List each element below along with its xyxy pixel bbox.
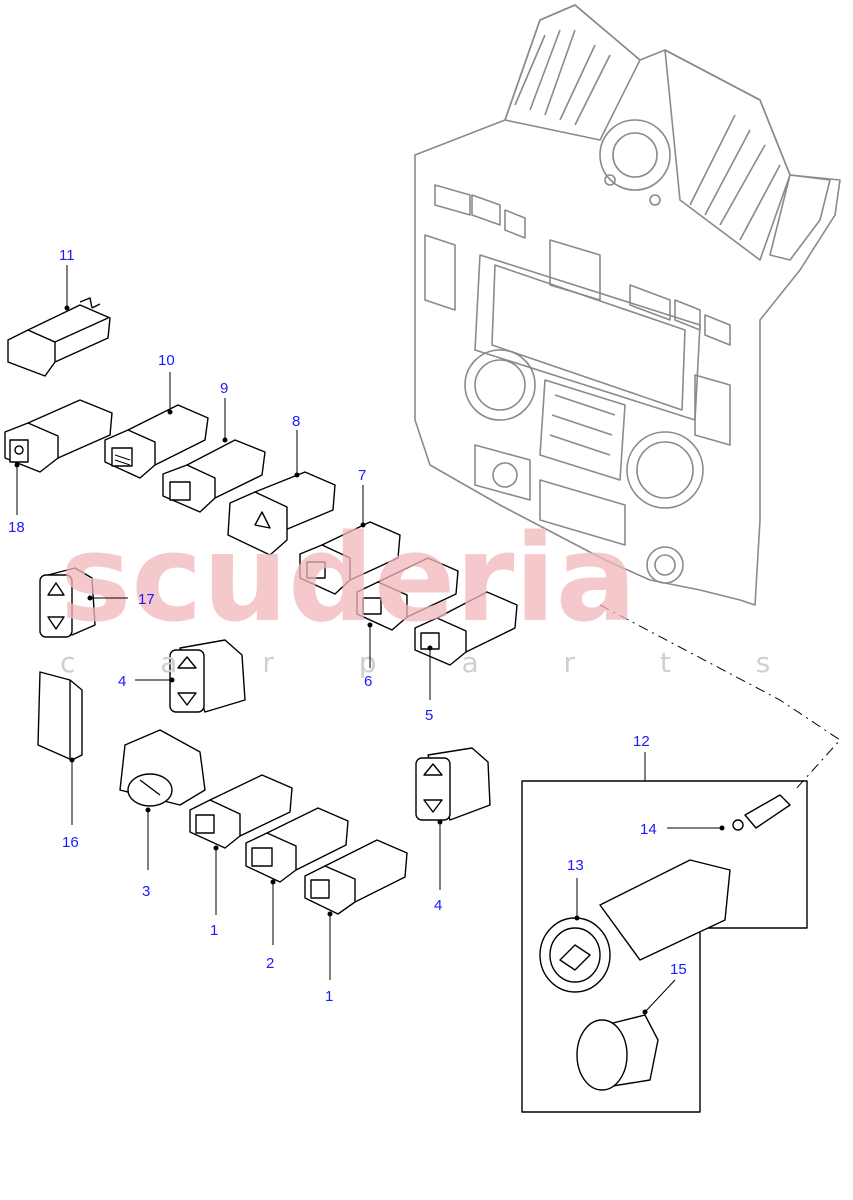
switch-rocker-4-lower	[415, 747, 491, 821]
lighter-element-15	[576, 1014, 659, 1091]
callout-13: 13	[567, 857, 584, 874]
callout-12: 12	[633, 733, 650, 750]
callout-15: 15	[670, 961, 687, 978]
switch-ac-2	[245, 807, 349, 883]
switch-6	[356, 557, 459, 631]
callout-1-left: 1	[210, 922, 218, 939]
callout-17: 17	[138, 591, 155, 608]
switch-fog-lamp-5	[414, 591, 518, 666]
callout-18: 18	[8, 519, 25, 536]
blank-cover-16	[37, 671, 83, 761]
switch-rocker-4-upper	[169, 639, 246, 713]
switch-18	[4, 399, 113, 473]
callout-labels: 11 10 9 8 7 18 17 4 6 5 16 3 1 2 1 4 12 …	[8, 247, 687, 1005]
switch-rocker-17	[39, 567, 96, 638]
callout-16: 16	[62, 834, 79, 851]
leader-lines	[16, 265, 722, 1013]
watermark-sub: c a r p a r t s	[60, 646, 808, 679]
callout-5: 5	[425, 707, 433, 724]
callout-7: 7	[358, 467, 366, 484]
switch-seat-heater-1-left	[189, 774, 293, 849]
callout-4-lower: 4	[434, 897, 442, 914]
switch-blank-11	[7, 297, 111, 377]
callout-11: 11	[59, 247, 75, 264]
callout-3: 3	[142, 883, 150, 900]
dashboard-center-panel	[414, 4, 841, 606]
leader-dots	[14, 305, 725, 1015]
callout-8: 8	[292, 413, 300, 430]
lighter-bulb-14	[732, 794, 791, 831]
switch-heated-rear-window-10	[104, 404, 209, 479]
callout-6: 6	[364, 673, 372, 690]
callout-4-upper: 4	[118, 673, 126, 690]
switch-seat-heater-1-right	[304, 839, 408, 915]
lighter-socket-13	[539, 859, 731, 993]
switch-7	[299, 521, 401, 595]
callout-14: 14	[640, 821, 657, 838]
callout-1-right: 1	[325, 988, 333, 1005]
callout-2: 2	[266, 955, 274, 972]
switch-heated-front-screen-9	[162, 439, 266, 513]
callout-9: 9	[220, 380, 228, 397]
watermark-brand: scuderia	[60, 510, 637, 649]
rotary-switch-3	[119, 729, 206, 807]
callout-10: 10	[158, 352, 175, 369]
